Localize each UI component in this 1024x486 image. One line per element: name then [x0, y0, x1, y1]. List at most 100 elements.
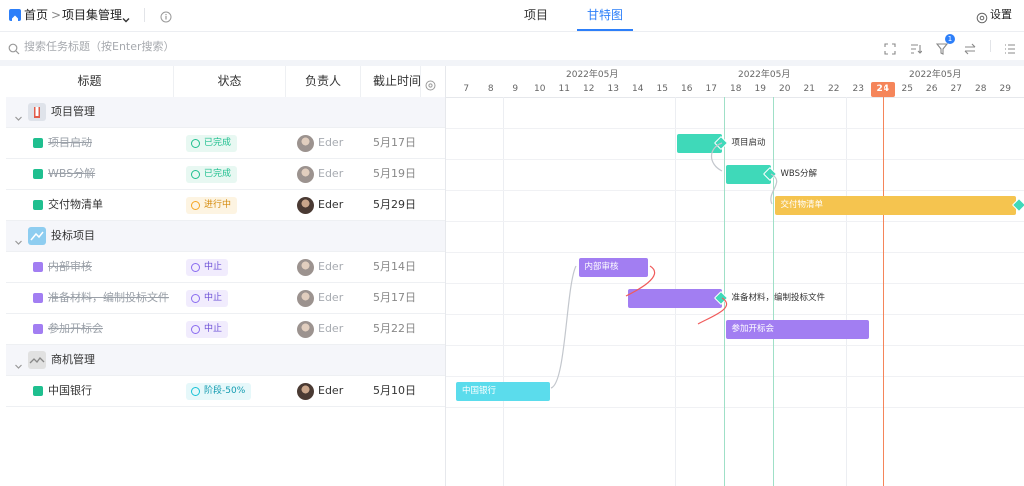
project-folder-icon: [28, 227, 46, 245]
column-header-status[interactable]: 状态: [174, 66, 286, 97]
column-header-owner[interactable]: 负责人: [286, 66, 361, 97]
status-badge[interactable]: 中止: [186, 321, 229, 338]
settings-button[interactable]: 设置: [990, 8, 1012, 21]
sort-icon[interactable]: [910, 40, 923, 59]
column-header-title[interactable]: 标题: [6, 66, 174, 97]
collapse-chevron-icon[interactable]: [14, 108, 23, 127]
day-label: 7: [463, 84, 470, 94]
day-label: 12: [583, 84, 595, 94]
day-label: 11: [558, 84, 570, 94]
table-row[interactable]: 项目启动 已完成 Eder 5月17日: [6, 128, 445, 159]
day-label: 23: [852, 84, 864, 94]
task-checkbox[interactable]: [33, 138, 43, 148]
day-label: 20: [779, 84, 791, 94]
day-label: 10: [534, 84, 546, 94]
breadcrumb-separator: >: [51, 8, 62, 22]
stop-circle-icon: [191, 294, 200, 303]
task-checkbox[interactable]: [33, 293, 43, 303]
status-badge[interactable]: 已完成: [186, 135, 238, 152]
swap-icon[interactable]: [964, 40, 976, 59]
status-badge[interactable]: 中止: [186, 290, 229, 307]
owner-name: Eder: [318, 384, 344, 397]
week-gridline: [846, 97, 847, 486]
task-checkbox[interactable]: [33, 324, 43, 334]
group-row[interactable]: 投标项目: [6, 221, 445, 252]
due-date: 5月19日: [373, 167, 416, 180]
table-row[interactable]: 内部审核 中止 Eder 5月14日: [6, 252, 445, 283]
row-gridline: [446, 159, 1024, 160]
avatar: [297, 383, 314, 400]
gantt-bar-label: 项目启动: [731, 138, 766, 148]
day-label: 13: [607, 84, 619, 94]
status-badge[interactable]: 已完成: [186, 166, 238, 183]
task-title[interactable]: 内部审核: [48, 260, 92, 273]
due-date: 5月10日: [373, 384, 416, 397]
avatar: [297, 290, 314, 307]
table-row[interactable]: 交付物清单 进行中 Eder 5月29日: [6, 190, 445, 221]
task-checkbox[interactable]: [33, 262, 43, 272]
task-title[interactable]: WBS分解: [48, 167, 96, 180]
row-gridline: [446, 221, 1024, 222]
task-title[interactable]: 交付物清单: [48, 198, 103, 211]
row-gridline: [446, 190, 1024, 191]
search-icon: [8, 40, 20, 59]
day-label: 28: [975, 84, 987, 94]
table-row[interactable]: 参加开标会 中止 Eder 5月22日: [6, 314, 445, 345]
row-gridline: [446, 376, 1024, 377]
column-header-due[interactable]: 截止时间: [361, 66, 421, 97]
settings-icon[interactable]: [976, 9, 988, 28]
tab-gantt[interactable]: 甘特图: [577, 0, 633, 31]
gantt-bar[interactable]: [725, 165, 771, 184]
home-icon[interactable]: [9, 9, 21, 22]
table-row[interactable]: WBS分解 已完成 Eder 5月19日: [6, 159, 445, 190]
search-input[interactable]: [24, 37, 324, 55]
row-gridline: [446, 283, 1024, 284]
today-line: [882, 82, 884, 486]
group-row[interactable]: 项目管理: [6, 97, 445, 128]
collapse-chevron-icon[interactable]: [14, 232, 23, 251]
due-date: 5月22日: [373, 322, 416, 335]
breadcrumb-home[interactable]: 首页: [24, 8, 49, 22]
table-row[interactable]: 准备材料，编制投标文件 中止 Eder 5月17日: [6, 283, 445, 314]
day-label: 16: [681, 84, 693, 94]
task-title[interactable]: 准备材料，编制投标文件: [48, 291, 169, 304]
gantt-bar[interactable]: 内部审核: [578, 258, 648, 277]
task-title[interactable]: 中国银行: [48, 384, 92, 397]
task-title[interactable]: 项目启动: [48, 136, 92, 149]
owner-name: Eder: [318, 136, 344, 149]
fullscreen-icon[interactable]: [884, 40, 896, 59]
gantt-bar[interactable]: 交付物清单: [774, 196, 1016, 215]
task-checkbox[interactable]: [33, 386, 43, 396]
task-checkbox[interactable]: [33, 169, 43, 179]
task-grid: 标题 状态 负责人 截止时间 项目管理 项目启动 已完成 Eder 5月17日 …: [6, 66, 446, 486]
filter-icon[interactable]: [935, 40, 949, 59]
gantt-bar[interactable]: 参加开标会: [725, 320, 869, 339]
status-badge[interactable]: 进行中: [186, 197, 238, 214]
chevron-down-icon[interactable]: [121, 10, 131, 29]
table-row[interactable]: 中国银行 阶段-50% Eder 5月10日: [6, 376, 445, 407]
status-badge[interactable]: 阶段-50%: [186, 383, 252, 400]
check-circle-icon: [191, 139, 200, 148]
day-label: 18: [730, 84, 742, 94]
avatar: [297, 259, 314, 276]
breadcrumb-current[interactable]: 项目集管理: [62, 8, 123, 22]
status-badge[interactable]: 中止: [186, 259, 229, 276]
info-icon[interactable]: [160, 8, 172, 27]
collapse-chevron-icon[interactable]: [14, 356, 23, 375]
gantt-bar[interactable]: [627, 289, 722, 308]
week-gridline: [503, 97, 504, 486]
tab-project[interactable]: 项目: [523, 8, 548, 22]
milestone-gridline: [772, 97, 774, 486]
check-circle-icon: [191, 170, 200, 179]
list-view-icon[interactable]: [1004, 40, 1016, 59]
column-settings-icon[interactable]: [425, 76, 436, 95]
avatar: [297, 135, 314, 152]
divider: [144, 8, 145, 22]
gantt-bar[interactable]: 中国银行: [456, 382, 550, 401]
gantt-bar[interactable]: [676, 134, 722, 153]
group-row[interactable]: 商机管理: [6, 345, 445, 376]
day-label: 9: [512, 84, 519, 94]
task-title[interactable]: 参加开标会: [48, 322, 103, 335]
day-label: 22: [828, 84, 840, 94]
task-checkbox[interactable]: [33, 200, 43, 210]
